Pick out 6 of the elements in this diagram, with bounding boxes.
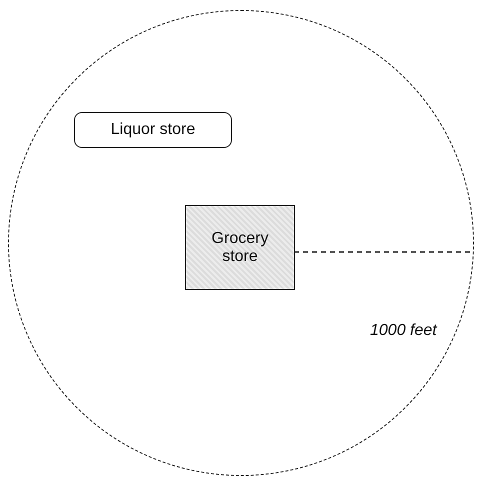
distance-label: 1000 feet — [370, 322, 437, 340]
store-name: Liquor store — [110, 121, 196, 139]
store-name: Grocery store — [210, 230, 270, 266]
dashed-circle — [8, 10, 474, 476]
store-box — [185, 205, 295, 290]
store-box — [74, 112, 232, 148]
